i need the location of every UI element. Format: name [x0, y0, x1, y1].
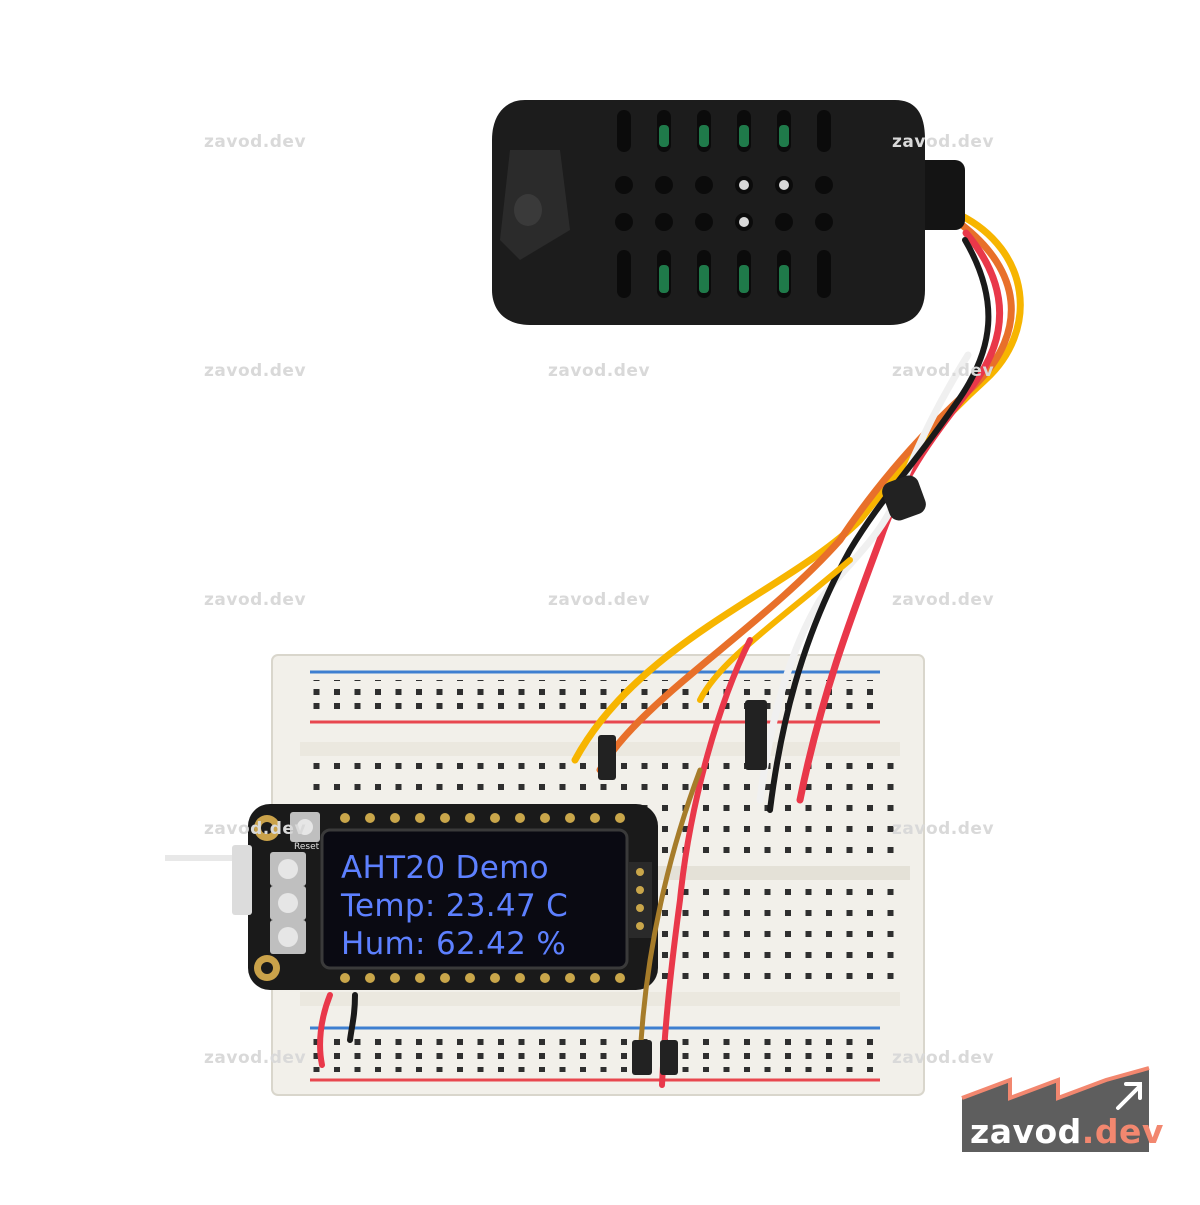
brand-logo-badge — [961, 1066, 1150, 1152]
watermark-text: zavod.dev — [204, 590, 307, 610]
watermark-text: zavod.dev — [892, 132, 995, 152]
watermark-text: zavod.dev — [892, 590, 995, 610]
watermark-text: zavod.dev — [204, 1048, 307, 1068]
watermark-text: zavod.dev — [892, 361, 995, 381]
brand-logo-tld: .dev — [1081, 1112, 1164, 1151]
watermark-text: zavod.dev — [548, 590, 651, 610]
oled-humidity: Hum: 62.42 % — [341, 926, 567, 962]
watermark-text: zavod.dev — [892, 1048, 995, 1068]
sensor-housing — [492, 100, 965, 325]
watermark-text: zavod.dev — [892, 819, 995, 839]
brand-logo: zavod.dev — [970, 1112, 1164, 1151]
reset-label: Reset — [294, 842, 320, 852]
brand-logo-name: zavod — [970, 1112, 1082, 1151]
watermark-text: zavod.dev — [204, 361, 307, 381]
oled-title: AHT20 Demo — [341, 850, 549, 886]
watermark-text: zavod.dev — [548, 361, 651, 381]
watermark-text: zavod.dev — [204, 132, 307, 152]
feather-board — [165, 804, 658, 990]
arrow-up-right-icon — [1116, 1082, 1142, 1110]
watermark-text: zavod.dev — [204, 819, 307, 839]
wire-connectors — [598, 475, 926, 1075]
oled-temperature: Temp: 23.47 C — [341, 888, 569, 924]
